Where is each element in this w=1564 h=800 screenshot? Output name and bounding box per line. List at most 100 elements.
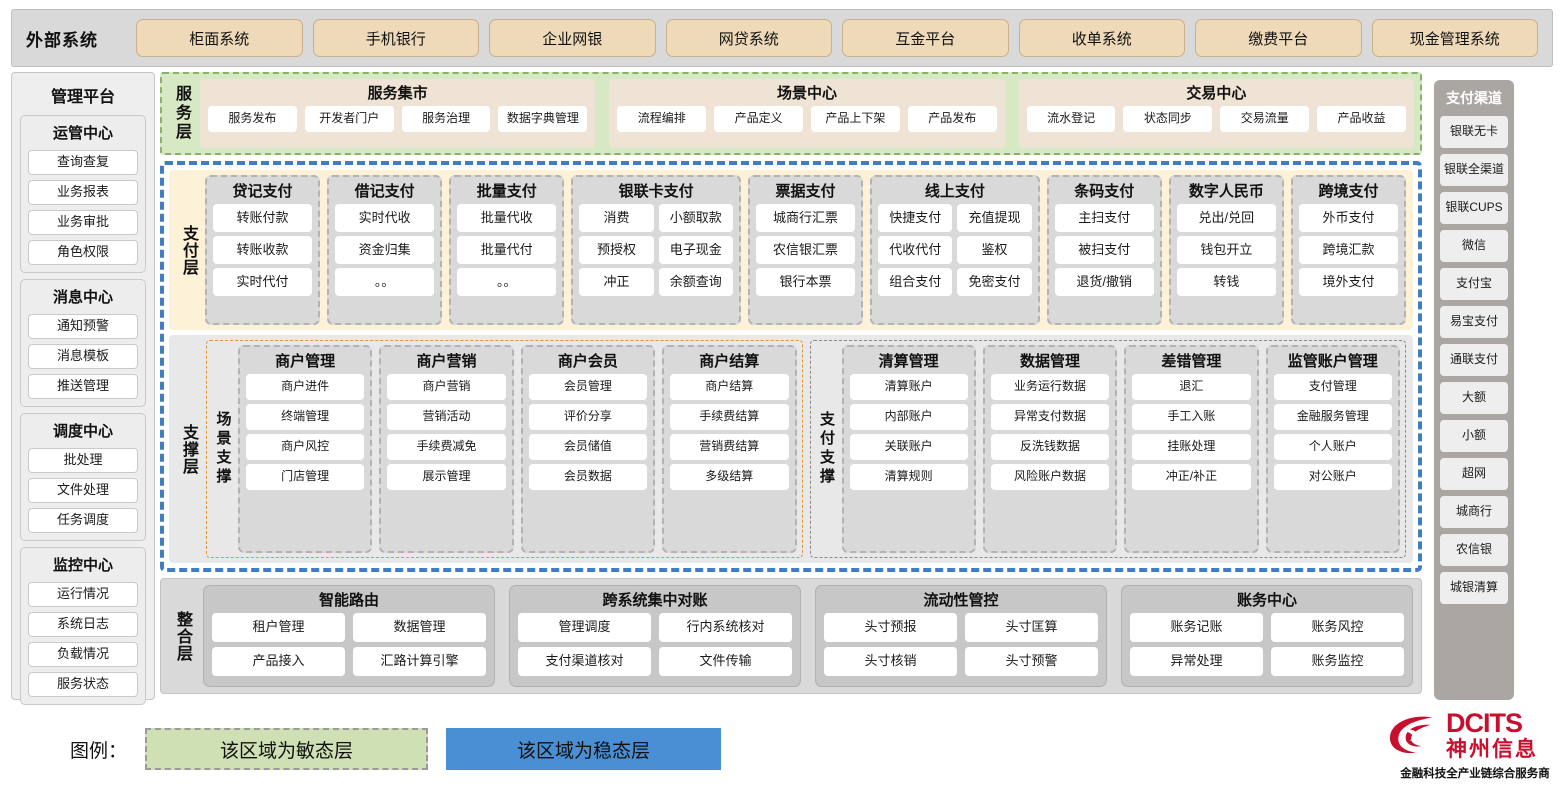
payment-channel-item[interactable]: 小额 bbox=[1440, 420, 1508, 452]
support-item[interactable]: 商户风控 bbox=[246, 434, 364, 460]
payment-channel-item[interactable]: 超网 bbox=[1440, 458, 1508, 490]
support-item[interactable]: 挂账处理 bbox=[1132, 434, 1250, 460]
payment-channel-item[interactable]: 大额 bbox=[1440, 382, 1508, 414]
support-item[interactable]: 商户进件 bbox=[246, 374, 364, 400]
payment-item[interactable]: 城商行汇票 bbox=[756, 204, 855, 232]
external-system-item[interactable]: 互金平台 bbox=[842, 19, 1009, 57]
support-item[interactable]: 反洗钱数据 bbox=[991, 434, 1109, 460]
support-item[interactable]: 手续费减免 bbox=[387, 434, 505, 460]
payment-item[interactable]: 批量代收 bbox=[457, 204, 556, 232]
service-item[interactable]: 服务治理 bbox=[402, 106, 491, 132]
payment-item[interactable]: 被扫支付 bbox=[1055, 236, 1154, 264]
payment-item[interactable]: 余额查询 bbox=[659, 268, 733, 296]
support-item[interactable]: 会员数据 bbox=[529, 464, 647, 490]
support-item[interactable]: 金融服务管理 bbox=[1274, 404, 1392, 430]
payment-channel-item[interactable]: 易宝支付 bbox=[1440, 306, 1508, 338]
sidebar-item[interactable]: 角色权限 bbox=[28, 240, 138, 265]
payment-channel-item[interactable]: 微信 bbox=[1440, 230, 1508, 262]
payment-channel-item[interactable]: 农信银 bbox=[1440, 534, 1508, 566]
payment-item[interactable]: 资金归集 bbox=[335, 236, 434, 264]
service-item[interactable]: 开发者门户 bbox=[305, 106, 394, 132]
integration-item[interactable]: 支付渠道核对 bbox=[518, 647, 651, 676]
support-item[interactable]: 营销活动 bbox=[387, 404, 505, 430]
payment-item[interactable]: 境外支付 bbox=[1299, 268, 1398, 296]
payment-item[interactable]: 转账收款 bbox=[213, 236, 312, 264]
payment-channel-item[interactable]: 城商行 bbox=[1440, 496, 1508, 528]
service-item[interactable]: 状态同步 bbox=[1123, 106, 1212, 132]
support-item[interactable]: 关联账户 bbox=[850, 434, 968, 460]
sidebar-item[interactable]: 负载情况 bbox=[28, 642, 138, 667]
sidebar-item[interactable]: 业务报表 bbox=[28, 180, 138, 205]
service-item[interactable]: 服务发布 bbox=[208, 106, 297, 132]
service-item[interactable]: 产品上下架 bbox=[811, 106, 900, 132]
integration-item[interactable]: 数据管理 bbox=[353, 613, 486, 642]
support-item[interactable]: 风险账户数据 bbox=[991, 464, 1109, 490]
sidebar-item[interactable]: 查询查复 bbox=[28, 150, 138, 175]
integration-item[interactable]: 头寸匡算 bbox=[965, 613, 1098, 642]
payment-item[interactable]: 转钱 bbox=[1177, 268, 1276, 296]
integration-item[interactable]: 行内系统核对 bbox=[659, 613, 792, 642]
support-item[interactable]: 内部账户 bbox=[850, 404, 968, 430]
support-item[interactable]: 商户结算 bbox=[670, 374, 788, 400]
service-item[interactable]: 流程编排 bbox=[617, 106, 706, 132]
payment-item[interactable]: 退货/撤销 bbox=[1055, 268, 1154, 296]
external-system-item[interactable]: 现金管理系统 bbox=[1372, 19, 1539, 57]
sidebar-item[interactable]: 批处理 bbox=[28, 448, 138, 473]
payment-item[interactable]: 主扫支付 bbox=[1055, 204, 1154, 232]
payment-channel-item[interactable]: 银联CUPS bbox=[1440, 192, 1508, 224]
support-item[interactable]: 评价分享 bbox=[529, 404, 647, 430]
support-item[interactable]: 商户营销 bbox=[387, 374, 505, 400]
support-item[interactable]: 业务运行数据 bbox=[991, 374, 1109, 400]
support-item[interactable]: 个人账户 bbox=[1274, 434, 1392, 460]
support-item[interactable]: 冲正/补正 bbox=[1132, 464, 1250, 490]
sidebar-item[interactable]: 任务调度 bbox=[28, 508, 138, 533]
integration-item[interactable]: 头寸核销 bbox=[824, 647, 957, 676]
payment-item[interactable]: 小额取款 bbox=[659, 204, 733, 232]
payment-channel-item[interactable]: 通联支付 bbox=[1440, 344, 1508, 376]
sidebar-item[interactable]: 系统日志 bbox=[28, 612, 138, 637]
integration-item[interactable]: 账务风控 bbox=[1271, 613, 1404, 642]
support-item[interactable]: 清算规则 bbox=[850, 464, 968, 490]
support-item[interactable]: 会员管理 bbox=[529, 374, 647, 400]
support-item[interactable]: 多级结算 bbox=[670, 464, 788, 490]
payment-item[interactable]: 组合支付 bbox=[878, 268, 952, 296]
payment-item[interactable]: 批量代付 bbox=[457, 236, 556, 264]
external-system-item[interactable]: 手机银行 bbox=[313, 19, 480, 57]
service-item[interactable]: 产品定义 bbox=[714, 106, 803, 132]
payment-item[interactable]: 兑出/兑回 bbox=[1177, 204, 1276, 232]
sidebar-item[interactable]: 服务状态 bbox=[28, 672, 138, 697]
service-item[interactable]: 流水登记 bbox=[1027, 106, 1116, 132]
payment-item[interactable]: 外币支付 bbox=[1299, 204, 1398, 232]
support-item[interactable]: 手工入账 bbox=[1132, 404, 1250, 430]
external-system-item[interactable]: 柜面系统 bbox=[136, 19, 303, 57]
payment-channel-item[interactable]: 银联无卡 bbox=[1440, 116, 1508, 148]
payment-item[interactable]: 钱包开立 bbox=[1177, 236, 1276, 264]
integration-item[interactable]: 文件传输 bbox=[659, 647, 792, 676]
integration-item[interactable]: 头寸预警 bbox=[965, 647, 1098, 676]
payment-item[interactable]: 冲正 bbox=[579, 268, 653, 296]
payment-item[interactable]: 实时代付 bbox=[213, 268, 312, 296]
support-item[interactable]: 支付管理 bbox=[1274, 374, 1392, 400]
support-item[interactable]: 对公账户 bbox=[1274, 464, 1392, 490]
sidebar-item[interactable]: 通知预警 bbox=[28, 314, 138, 339]
payment-item[interactable]: 跨境汇款 bbox=[1299, 236, 1398, 264]
payment-channel-item[interactable]: 支付宝 bbox=[1440, 268, 1508, 300]
integration-item[interactable]: 产品接入 bbox=[212, 647, 345, 676]
payment-item[interactable]: 银行本票 bbox=[756, 268, 855, 296]
payment-item[interactable]: 预授权 bbox=[579, 236, 653, 264]
payment-item[interactable]: 。。 bbox=[457, 268, 556, 296]
payment-item[interactable]: 电子现金 bbox=[659, 236, 733, 264]
integration-item[interactable]: 汇路计算引擎 bbox=[353, 647, 486, 676]
payment-channel-item[interactable]: 银联全渠道 bbox=[1440, 154, 1508, 186]
sidebar-item[interactable]: 消息模板 bbox=[28, 344, 138, 369]
service-item[interactable]: 产品收益 bbox=[1317, 106, 1406, 132]
payment-channel-item[interactable]: 城银清算 bbox=[1440, 572, 1508, 604]
sidebar-item[interactable]: 运行情况 bbox=[28, 582, 138, 607]
support-item[interactable]: 门店管理 bbox=[246, 464, 364, 490]
support-item[interactable]: 清算账户 bbox=[850, 374, 968, 400]
external-system-item[interactable]: 收单系统 bbox=[1019, 19, 1186, 57]
integration-item[interactable]: 租户管理 bbox=[212, 613, 345, 642]
support-item[interactable]: 退汇 bbox=[1132, 374, 1250, 400]
service-item[interactable]: 数据字典管理 bbox=[498, 106, 587, 132]
service-item[interactable]: 产品发布 bbox=[908, 106, 997, 132]
